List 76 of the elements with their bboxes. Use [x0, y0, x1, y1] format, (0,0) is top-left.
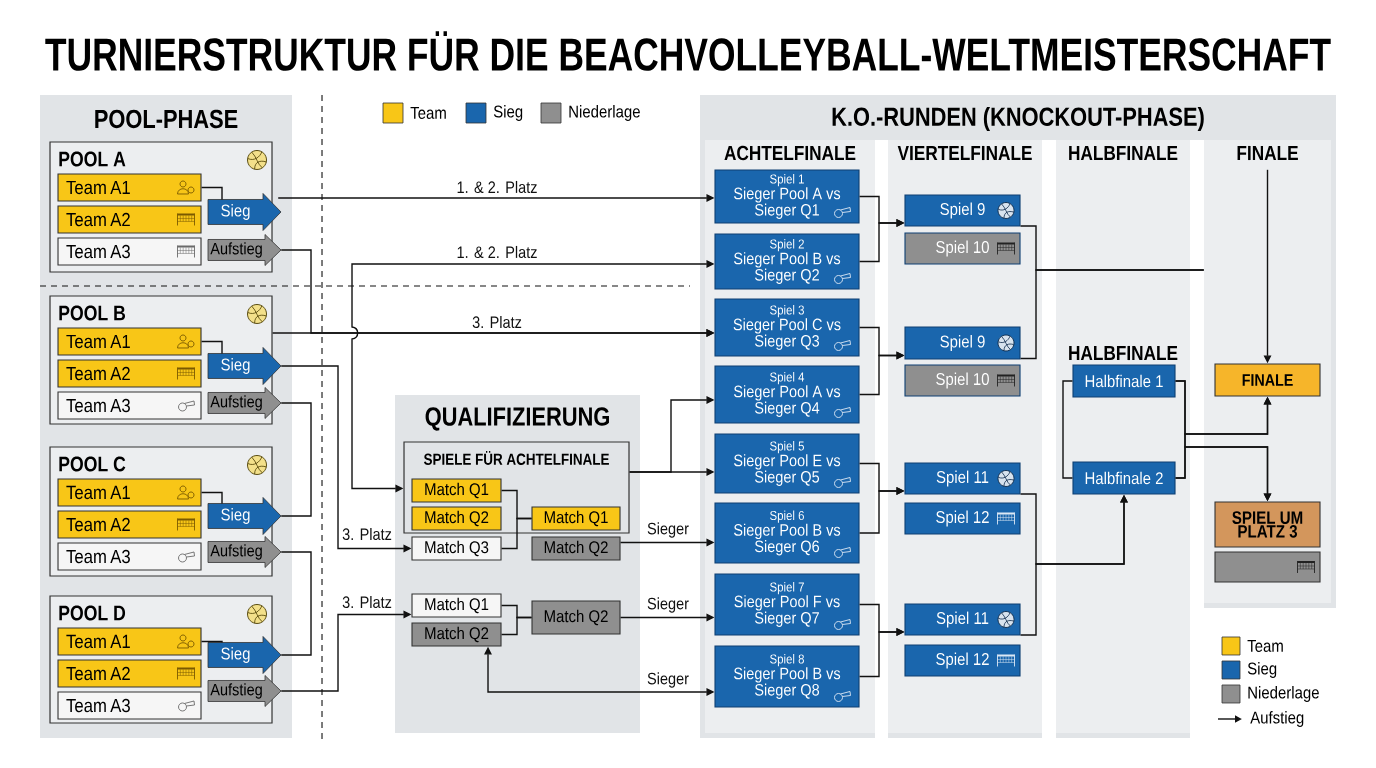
match-box: Spiel 4 Sieger Pool A vs Sieger Q4: [714, 365, 860, 424]
connector-line: [200, 340, 223, 355]
edge-label: Sieger: [646, 521, 690, 539]
team-box: Team A1: [57, 327, 202, 356]
match-box: Match Q1: [411, 478, 502, 503]
match-box: Spiel 12: [904, 502, 1021, 535]
legend-label: Sieg: [493, 105, 523, 121]
edge-label: Sieger: [646, 671, 690, 689]
match-box: Spiel 11: [904, 603, 1021, 636]
match-box: Spiel 9: [904, 326, 1021, 360]
legend-label: Niederlage: [1248, 686, 1319, 702]
match-box: Match Q3: [411, 536, 502, 561]
final-box: FINALE: [1214, 363, 1321, 397]
match-box: Spiel 5 Sieger Pool E vs Sieger Q5: [714, 433, 860, 494]
arrow-tag: Aufstieg: [207, 387, 282, 419]
edge-label: 3. Platz: [341, 594, 393, 610]
team-box: Team A1: [57, 478, 202, 507]
arrow-tag: Sieg: [207, 193, 282, 231]
arrow-tag: Sieg: [207, 497, 282, 535]
team-box: Team A1: [57, 627, 202, 656]
match-box: Halbfinale 2: [1072, 461, 1176, 495]
match-box: SPIEL UM PLATZ 3: [1214, 501, 1321, 548]
match-box: Spiel 6 Sieger Pool B vs Sieger Q6: [714, 502, 860, 564]
connector-line: [500, 616, 533, 636]
connector-line: [200, 491, 223, 505]
legend-label: Team: [1247, 640, 1283, 652]
connector-line: [200, 640, 223, 644]
legend-label: Sieg: [1247, 662, 1277, 678]
match-box: Spiel 2 Sieger Pool B vs Sieger Q2: [714, 233, 860, 290]
edge-label: 3. Platz: [471, 314, 523, 330]
edge-label: 3. Platz: [341, 526, 393, 542]
match-box: Spiel 10: [904, 364, 1021, 397]
team-box: Team A1: [57, 173, 202, 202]
connector-line: [1062, 380, 1074, 479]
connector-line: [1019, 269, 1205, 360]
team-box: Team A3: [57, 237, 202, 266]
arrow-tag: Sieg: [207, 636, 282, 674]
connector-line: [280, 402, 312, 517]
heading: HALBFINALE: [1069, 345, 1178, 361]
match-box: Match Q2: [531, 536, 621, 561]
match-box: Match Q2: [411, 506, 502, 531]
team-box: Team A2: [57, 205, 202, 234]
match-box: Spiel 8 Sieger Pool B vs Sieger Q8: [714, 645, 860, 708]
match-box: Spiel 3 Sieger Pool C vs Sieger Q3: [714, 298, 860, 357]
match-box: Spiel 1 Sieger Pool A vs Sieger Q1: [714, 169, 860, 224]
match-box: Spiel 11: [904, 462, 1021, 495]
match-box: Halbfinale 1: [1072, 364, 1176, 398]
connector-line: [500, 517, 533, 550]
team-box: Team A2: [57, 510, 202, 539]
arrow-tag: Aufstieg: [207, 234, 282, 266]
match-box: Match Q2: [531, 600, 621, 635]
team-box: Team A3: [57, 391, 202, 420]
empty-box: [1214, 551, 1321, 583]
team-box: Team A3: [57, 691, 202, 720]
legend-label: Team: [410, 107, 446, 119]
edge-label: 1. & 2. Platz: [455, 244, 539, 260]
match-box: Spiel 10: [904, 232, 1021, 265]
team-box: Team A2: [57, 659, 202, 688]
legend-label: Niederlage: [569, 105, 640, 121]
legend-label: Aufstieg: [1250, 711, 1304, 727]
match-box: Match Q1: [411, 593, 502, 618]
team-box: Team A2: [57, 359, 202, 388]
match-box: Spiel 7 Sieger Pool F vs Sieger Q7: [714, 573, 860, 636]
edge-label: Sieger: [646, 596, 690, 614]
match-box: Match Q2: [411, 622, 502, 647]
arrow-tag: Sieg: [207, 347, 282, 385]
connector-line: [200, 186, 223, 201]
match-box: Spiel 12: [904, 644, 1021, 677]
match-box: Match Q1: [531, 506, 621, 531]
match-box: Spiel 9: [904, 194, 1021, 227]
edge-label: 1. & 2. Platz: [455, 179, 539, 195]
team-box: Team A3: [57, 542, 202, 571]
arrow-tag: Aufstieg: [207, 675, 282, 707]
arrow-tag: Aufstieg: [207, 536, 282, 568]
connector-line: [280, 551, 312, 656]
title: TURNIERSTRUKTUR FÜR DIE BEACHVOLLEYBALL-WELTMEISTERSCHAFT: [45, 31, 1331, 71]
